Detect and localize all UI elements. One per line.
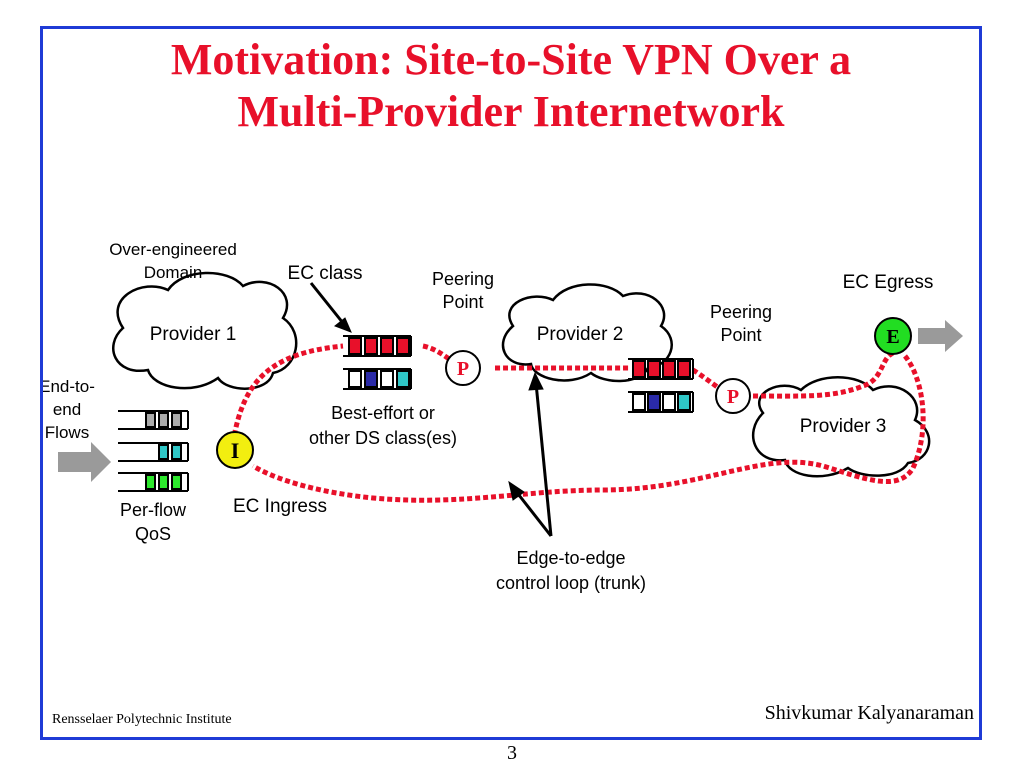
provider2-be-queue — [628, 391, 694, 413]
per-flow-queue-1 — [118, 410, 189, 430]
over-engineered-label-2: Domain — [144, 263, 203, 282]
provider2-ec-queue — [628, 358, 694, 380]
footer-institution: Rensselaer Polytechnic Institute — [52, 712, 232, 727]
peer-node-a — [445, 350, 481, 386]
best-effort-label-2: other DS class(es) — [309, 428, 457, 448]
peer-node-b — [715, 378, 751, 414]
output-flow-arrow — [918, 320, 963, 352]
peering-point-a-label-2: Point — [442, 292, 483, 312]
edge-loop-label-1: Edge-to-edge — [516, 548, 625, 568]
slide-title: Motivation: Site-to-Site VPN Over a Mult… — [40, 34, 982, 138]
footer-author: Shivkumar Kalyanaraman — [764, 702, 974, 724]
per-flow-queue-3 — [118, 472, 189, 492]
provider3-label: Provider 3 — [800, 416, 887, 437]
provider1-cloud — [112, 271, 298, 390]
ec-ingress-label: EC Ingress — [233, 496, 327, 517]
vpn-diagram: I P P E Over-engineered Domain Provider … — [39, 228, 979, 602]
ec-egress-label: EC Egress — [843, 272, 934, 293]
per-flow-label-2: QoS — [135, 524, 171, 544]
best-effort-label-1: Best-effort or — [331, 403, 435, 423]
provider1-label: Provider 1 — [150, 324, 237, 345]
page-number: 3 — [507, 742, 517, 764]
ec-class-label: EC class — [288, 263, 363, 284]
peer-letter-b: P — [727, 386, 739, 408]
per-flow-queue-2 — [118, 442, 189, 462]
end-to-end-label-2: end — [53, 400, 81, 419]
edge-loop-arrows — [508, 371, 553, 537]
provider2-cloud — [501, 283, 673, 383]
over-engineered-label-1: Over-engineered — [109, 240, 237, 259]
ec-class-pointer-arrow — [309, 282, 352, 333]
peering-point-b-label-1: Peering — [710, 302, 772, 322]
egress-node — [874, 317, 912, 355]
vpn-diagram-svg: I P P E Over-engineered Domain Provider … — [39, 240, 963, 593]
peer-letter-a: P — [457, 358, 469, 380]
input-flow-arrow — [58, 442, 111, 482]
end-to-end-label-1: End-to- — [43, 377, 95, 396]
per-flow-label-1: Per-flow — [120, 500, 187, 520]
ec-class-queue — [343, 335, 412, 357]
slide-frame — [40, 26, 982, 740]
per-flow-queues — [118, 410, 189, 492]
provider2-label: Provider 2 — [537, 324, 624, 345]
title-line-1: Motivation: Site-to-Site VPN Over a — [170, 35, 852, 84]
end-to-end-label-3: Flows — [45, 423, 89, 442]
trunk-path — [230, 343, 926, 503]
title-line-2: Multi-Provider Internetwork — [237, 87, 785, 136]
ingress-letter: I — [231, 438, 240, 463]
best-effort-queue — [343, 368, 412, 390]
peering-point-b-label-2: Point — [720, 325, 761, 345]
egress-letter: E — [886, 326, 899, 348]
edge-loop-label-2: control loop (trunk) — [496, 573, 646, 593]
ingress-node — [216, 431, 254, 469]
peering-point-a-label-1: Peering — [432, 269, 494, 289]
